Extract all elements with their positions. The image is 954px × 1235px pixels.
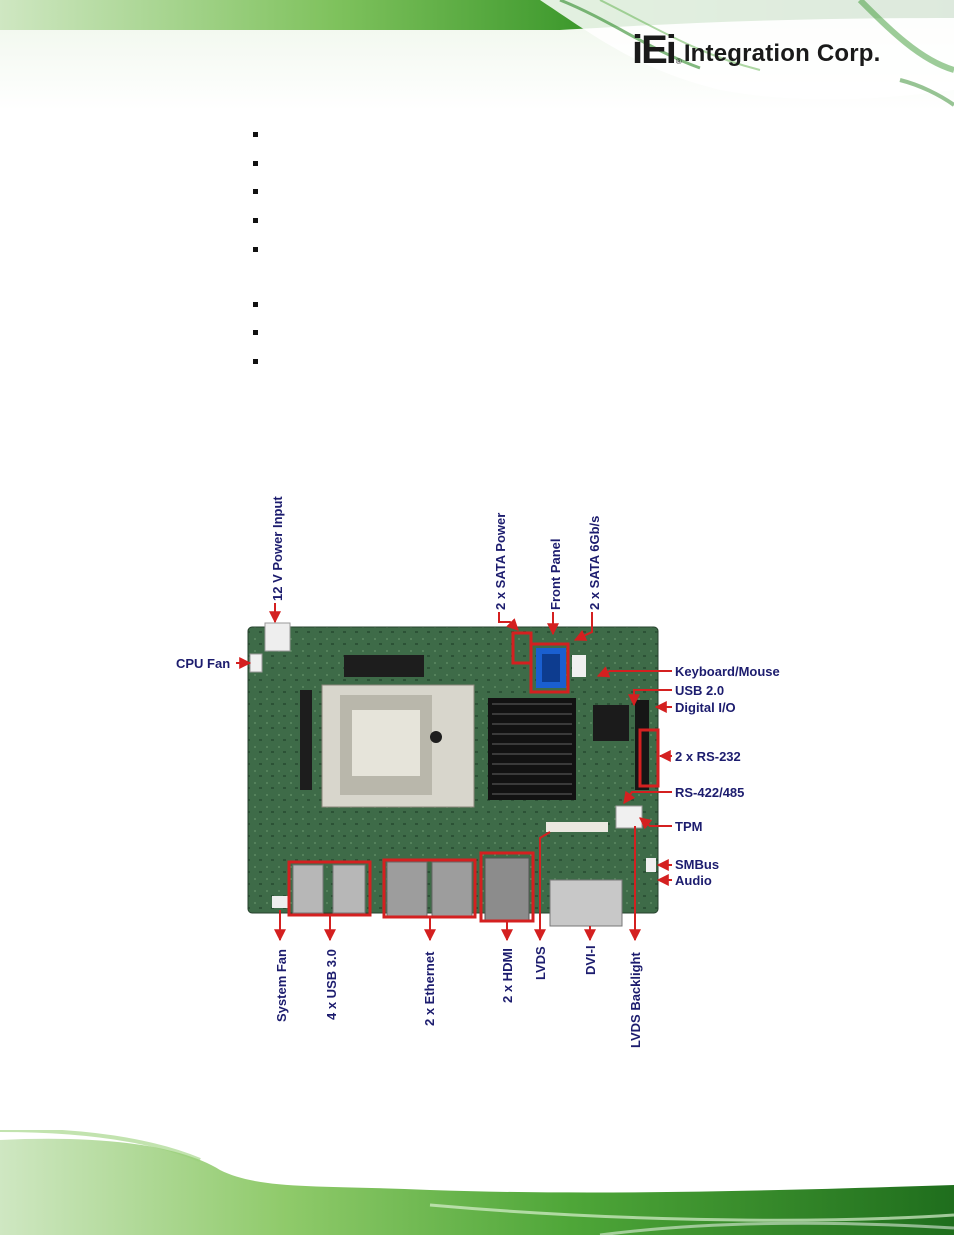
label-usb30: 4 x USB 3.0 <box>324 949 339 1020</box>
usb30-box <box>287 860 372 917</box>
label-power-input: 12 V Power Input <box>270 496 285 601</box>
bullet-marker <box>253 161 258 166</box>
label-lvds-backlight: LVDS Backlight <box>628 952 643 1048</box>
header-banner <box>0 0 954 110</box>
logo-mark: iEi <box>632 28 677 72</box>
bullet-marker <box>253 330 258 335</box>
label-hdmi: 2 x HDMI <box>500 948 515 1003</box>
label-front-panel: Front Panel <box>548 538 563 610</box>
bullet-marker <box>253 302 258 307</box>
label-audio: Audio <box>675 873 712 888</box>
bullet-marker <box>253 218 258 223</box>
label-rs232: 2 x RS-232 <box>675 749 741 764</box>
footer-banner <box>0 1130 954 1235</box>
bullet-marker <box>253 359 258 364</box>
sata-6gb-box <box>529 642 570 694</box>
label-smbus: SMBus <box>675 857 720 872</box>
logo-registered: ® <box>675 57 682 66</box>
label-sata-6gb: 2 x SATA 6Gb/s <box>587 515 602 610</box>
logo-text: Integration Corp. <box>683 40 881 67</box>
label-tpm: TPM <box>675 819 703 834</box>
hdmi-box <box>479 851 535 923</box>
label-lvds: LVDS <box>533 946 548 980</box>
label-keyboard-mouse: Keyboard/Mouse <box>675 664 780 679</box>
bullet-marker <box>253 189 258 194</box>
rs232-box <box>638 728 660 788</box>
iei-logo: iEi ® Integration Corp. <box>632 30 881 70</box>
label-digital-io: Digital I/O <box>675 700 736 715</box>
label-rs422: RS-422/485 <box>675 785 745 800</box>
ethernet-box <box>382 858 477 919</box>
label-system-fan: System Fan <box>274 949 289 1022</box>
label-usb20: USB 2.0 <box>675 683 725 698</box>
bullet-marker <box>253 247 258 252</box>
label-cpu-fan: CPU Fan <box>176 656 231 671</box>
bullet-marker <box>253 132 258 137</box>
label-sata-power: 2 x SATA Power <box>493 512 508 610</box>
label-dvi: DVI-I <box>583 945 598 975</box>
label-ethernet: 2 x Ethernet <box>422 951 437 1026</box>
